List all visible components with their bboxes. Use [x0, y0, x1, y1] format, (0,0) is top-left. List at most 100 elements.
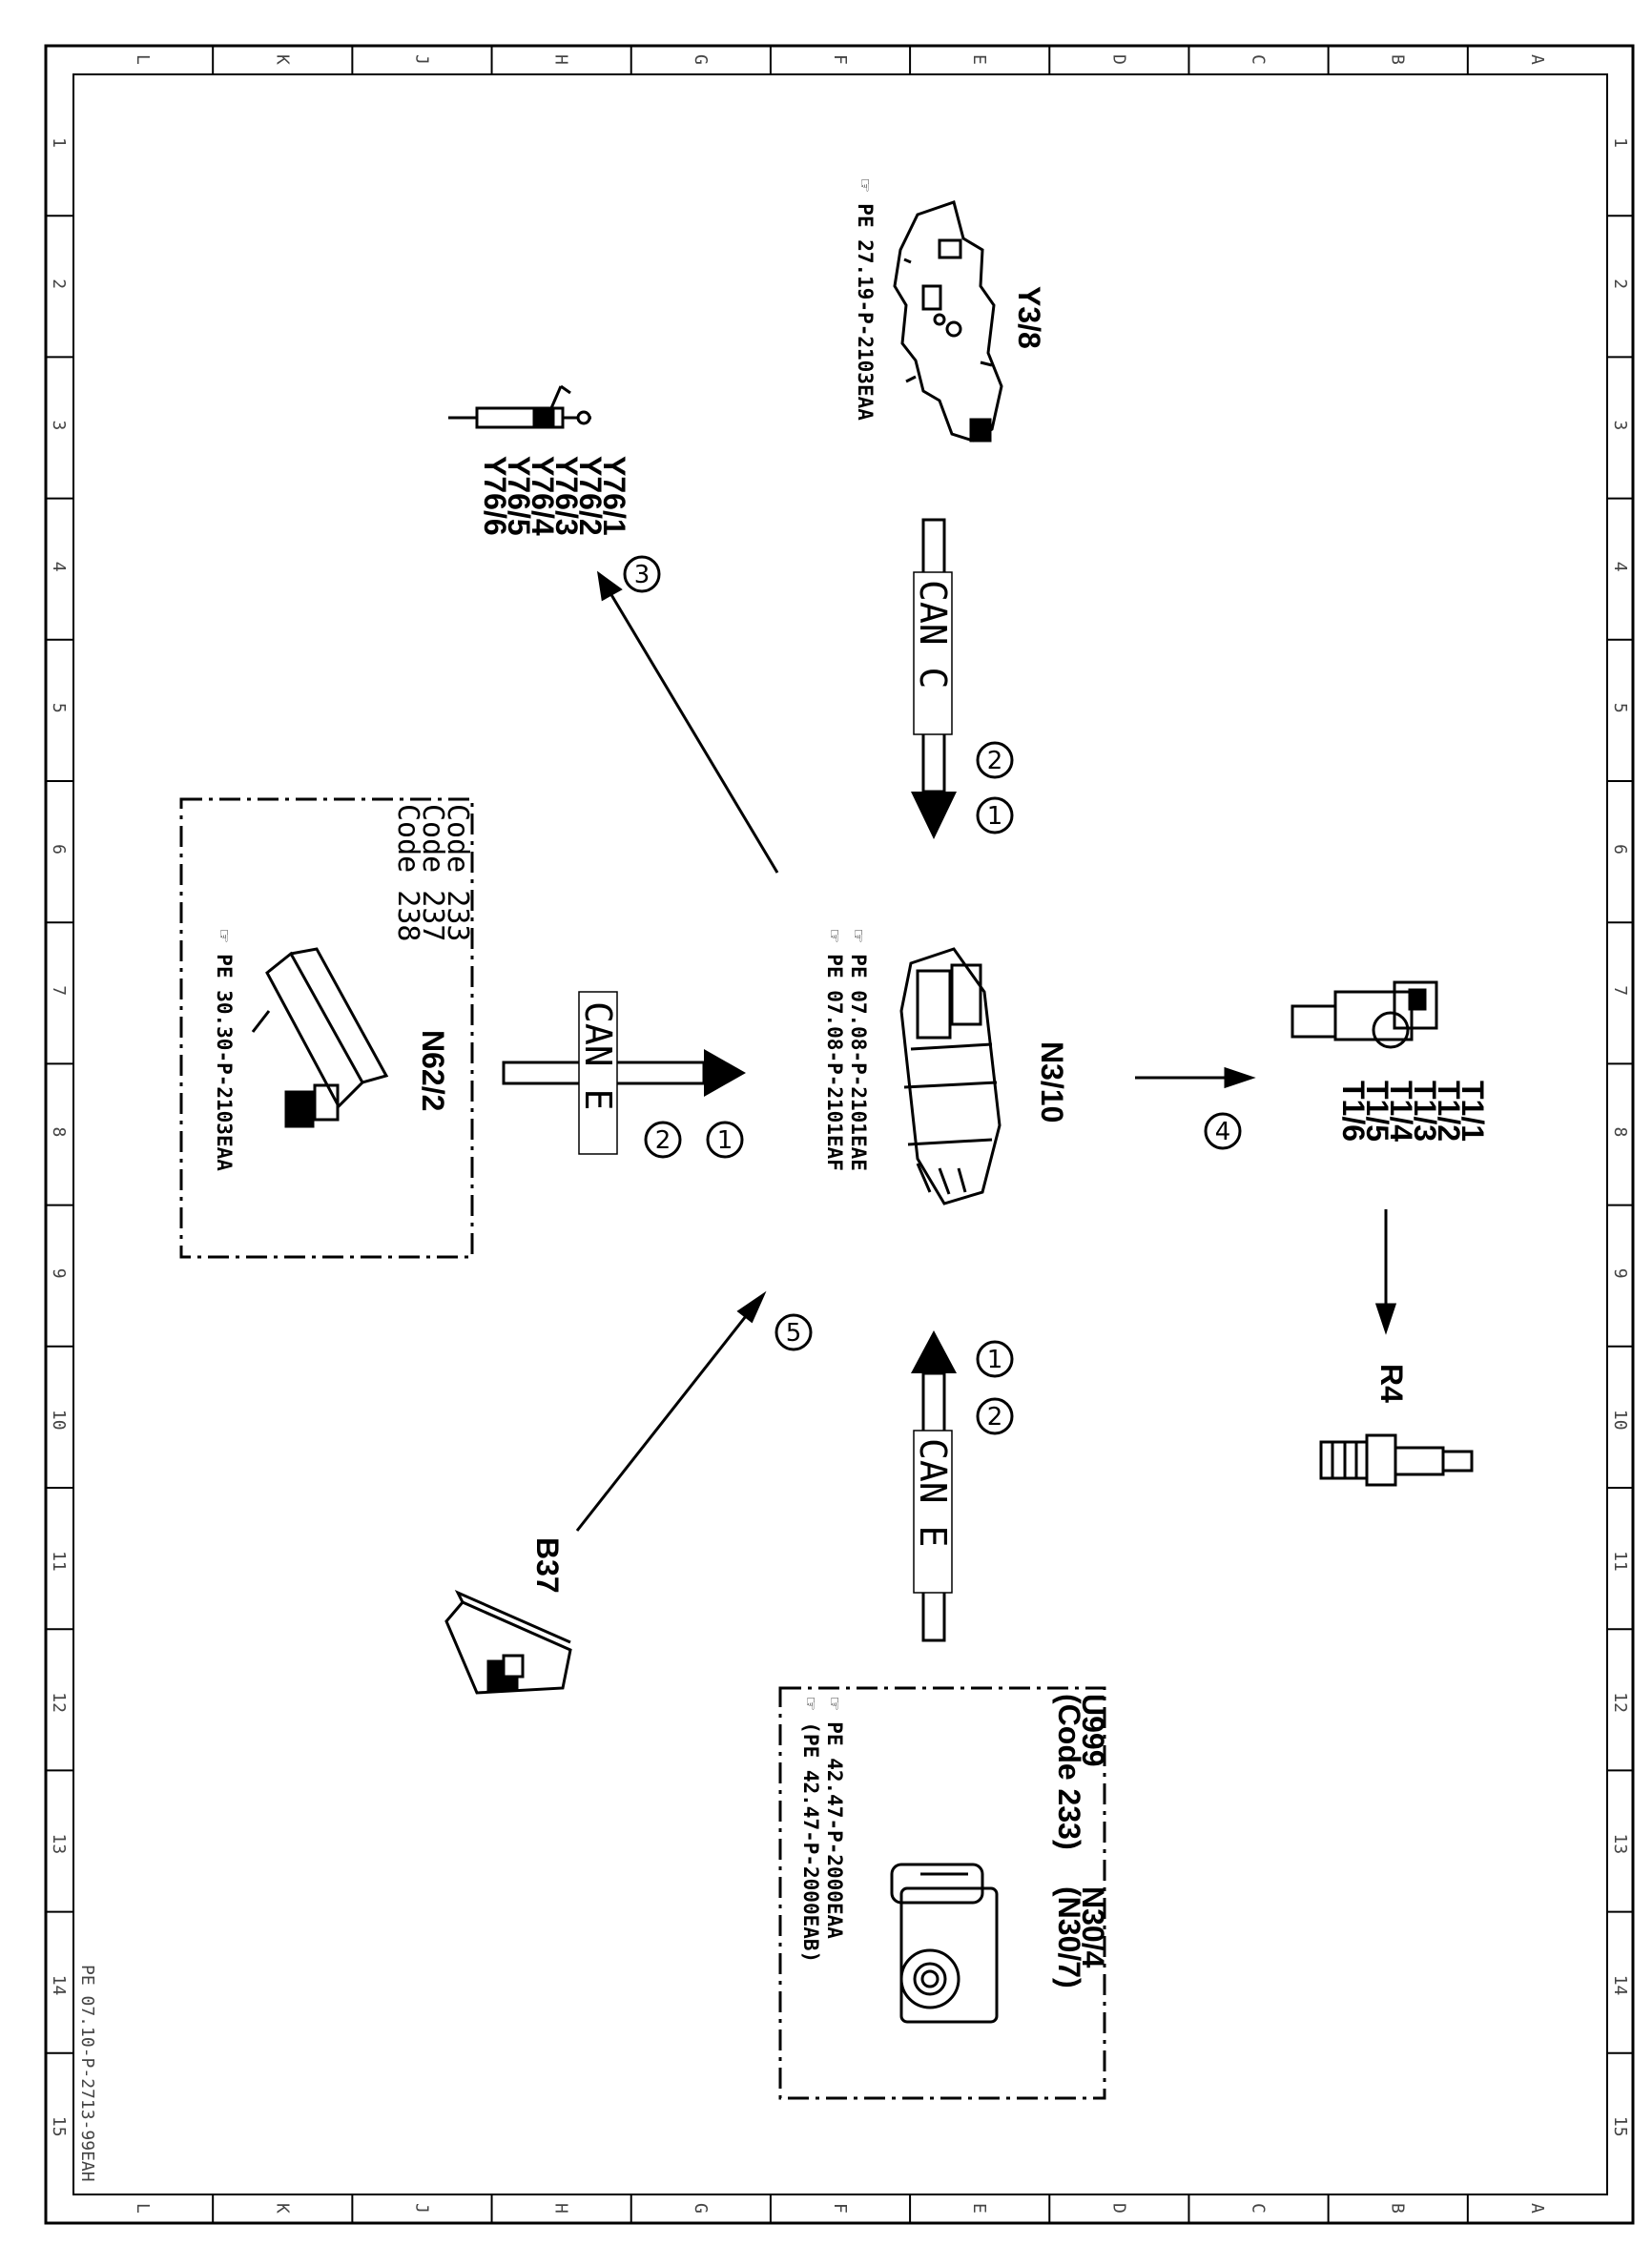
ruler-letter-bottom: H: [551, 2203, 571, 2214]
t1-label-6: T1/6: [1336, 1081, 1371, 1142]
arrowhead-r4: [1374, 1303, 1397, 1335]
ruler-number-left: 4: [49, 562, 69, 572]
can-e-left-label-box: [578, 991, 618, 1155]
ruler-number-left: 6: [49, 844, 69, 855]
ruler-number-left: 10: [49, 1410, 69, 1431]
ruler-letter-bottom: E: [969, 2203, 989, 2214]
n30-4-option-box: [778, 1686, 1106, 2100]
y3-8-ref-link[interactable]: ☞ PE 27.19-P-2103EAA: [854, 179, 877, 421]
y76-label-list: Y76/1 Y76/2 Y76/3 Y76/4 Y76/5 Y76/6: [478, 456, 631, 536]
ruler-number-left: 13: [49, 1834, 69, 1855]
ruler-number-right: 9: [1610, 1268, 1630, 1279]
t1-label-2: T1/2: [1432, 1081, 1466, 1142]
n62-2-code-3: Code 238: [391, 804, 424, 942]
n62-2-module-drawing: [251, 947, 389, 1128]
n62-2-ref-link[interactable]: ☞ PE 30.30-P-2103EAA: [213, 930, 236, 1171]
ruler-letter-bottom: B: [1388, 2203, 1408, 2214]
ruler-number-left: 5: [49, 703, 69, 713]
component-n62-2[interactable]: Code 233 Code 237 Code 238 N62/2 ☞ PE 30…: [179, 797, 474, 1259]
arrowhead-y76: [596, 570, 623, 602]
component-n30-4[interactable]: U999 (Code 233) N30/4 (N30/7) ☞ PE 42.47…: [778, 1686, 1110, 2100]
n30-4-ref-link-1[interactable]: ☞ PE 42.47-P-2000EAA: [823, 1698, 846, 1939]
svg-text:2: 2: [655, 1126, 671, 1155]
n30-4-ref-link-2[interactable]: ☞ (PE 42.47-P-2000EAB): [799, 1698, 822, 1963]
n62-2-codes: Code 233 Code 237 Code 238: [391, 804, 474, 942]
component-b37[interactable]: B37: [444, 1537, 572, 1695]
ruler-number-left: 8: [49, 1127, 69, 1138]
component-n3-10[interactable]: N3/10 ☞ PE 07.08-P-2101EAE ☞ PE 07.08-P-…: [823, 930, 1069, 1205]
callout-3-y76: 3: [623, 555, 661, 593]
n30-4-label: N30/4: [1076, 1886, 1110, 1968]
t1-label-3: T1/3: [1408, 1081, 1442, 1142]
ruler-letter-bottom: F: [830, 2203, 850, 2214]
t1-label-list: T1/1 T1/2 T1/3 T1/4 T1/5 T1/6: [1336, 1081, 1490, 1142]
can-c-label-box: [913, 571, 953, 735]
y76-injector-drawing: [448, 384, 591, 429]
ruler-letter-top: G: [691, 54, 711, 65]
ruler-letter-top: L: [133, 54, 153, 65]
n62-2-code-1: Code 233: [441, 804, 474, 942]
n3-10-label: N3/10: [1035, 1041, 1069, 1123]
ruler-number-left: 9: [49, 1268, 69, 1279]
ruler-number-left: 15: [49, 2116, 69, 2137]
component-y3-8[interactable]: Y3/8 ☞ PE 27.19-P-2103EAA: [854, 179, 1046, 443]
ruler-number-right: 8: [1610, 1127, 1630, 1138]
ruler-number-left: 1: [49, 137, 69, 148]
y76-label-6: Y76/6: [478, 456, 512, 536]
y3-8-valve-body-drawing: [893, 200, 1003, 443]
n62-2-option-box: [179, 797, 474, 1259]
svg-text:1: 1: [987, 802, 1003, 831]
svg-text:1: 1: [717, 1126, 733, 1155]
ruler-number-right: 11: [1610, 1551, 1630, 1572]
y76-label-5: Y76/5: [502, 456, 536, 536]
inner-border: [72, 73, 1608, 2195]
y76-label-3: Y76/3: [549, 456, 584, 536]
t1-label-4: T1/4: [1384, 1081, 1418, 1142]
svg-text:5: 5: [786, 1319, 802, 1348]
ruler-number-left: 11: [49, 1551, 69, 1572]
u999-label: U999: [1076, 1694, 1110, 1767]
callout-4-t1: 4: [1204, 1112, 1242, 1150]
svg-text:2: 2: [987, 1403, 1003, 1432]
ruler-number-right: 3: [1610, 421, 1630, 431]
n3-10-ref-link-2[interactable]: ☞ PE 07.08-P-2101EAF: [823, 930, 846, 1171]
ruler-letter-top: C: [1249, 54, 1269, 65]
ruler-letter-bottom: A: [1527, 2203, 1547, 2214]
n3-10-ref-link-1[interactable]: ☞ PE 07.08-P-2101EAE: [847, 930, 870, 1171]
ruler-letter-top: E: [969, 54, 989, 65]
ruler-number-left: 12: [49, 1692, 69, 1713]
b37-label: B37: [530, 1537, 565, 1594]
component-t1[interactable]: T1/1 T1/2 T1/3 T1/4 T1/5 T1/6: [1291, 980, 1490, 1142]
b37-sensor-drawing: [444, 1589, 572, 1695]
ruler-letter-top: H: [551, 54, 571, 65]
ruler-letter-top: F: [830, 54, 850, 65]
component-y76[interactable]: Y76/1 Y76/2 Y76/3 Y76/4 Y76/5 Y76/6: [448, 384, 631, 536]
callout-5-b37: 5: [774, 1313, 813, 1351]
y76-label-2: Y76/2: [573, 456, 608, 536]
t1-label-1: T1/1: [1456, 1081, 1490, 1142]
callout-2-can-e-left: 2: [644, 1121, 682, 1159]
n3-10-control-unit-drawing: [899, 947, 1002, 1205]
ruler-number-left: 3: [49, 421, 69, 431]
ruler-number-right: 10: [1610, 1410, 1630, 1431]
can-e-bottom-label: CAN E: [912, 1438, 954, 1547]
svg-text:3: 3: [634, 561, 650, 589]
can-e-bottom-arrowhead: [911, 1330, 957, 1373]
outer-border: [44, 44, 1635, 2225]
ruler-number-right: 15: [1610, 2116, 1630, 2137]
can-c-label: CAN C: [912, 580, 954, 689]
n62-2-label: N62/2: [416, 1030, 450, 1111]
document-id: PE 07.10-P-2713-99EAH: [77, 1965, 97, 2182]
can-e-left-bus[interactable]: CAN E: [502, 991, 746, 1155]
component-r4[interactable]: R4: [1319, 1364, 1474, 1487]
arrowhead-b37: [736, 1290, 767, 1324]
svg-text:1: 1: [987, 1346, 1003, 1374]
code-233-label: (Code 233): [1052, 1694, 1086, 1850]
can-c-bus[interactable]: CAN C: [911, 518, 957, 839]
callout-2-can-c: 2: [976, 741, 1014, 779]
ruler-number-right: 13: [1610, 1834, 1630, 1855]
ruler-letter-bottom: C: [1249, 2203, 1269, 2214]
ruler-number-right: 1: [1610, 137, 1630, 148]
can-e-bottom-bus[interactable]: CAN E: [911, 1330, 957, 1642]
